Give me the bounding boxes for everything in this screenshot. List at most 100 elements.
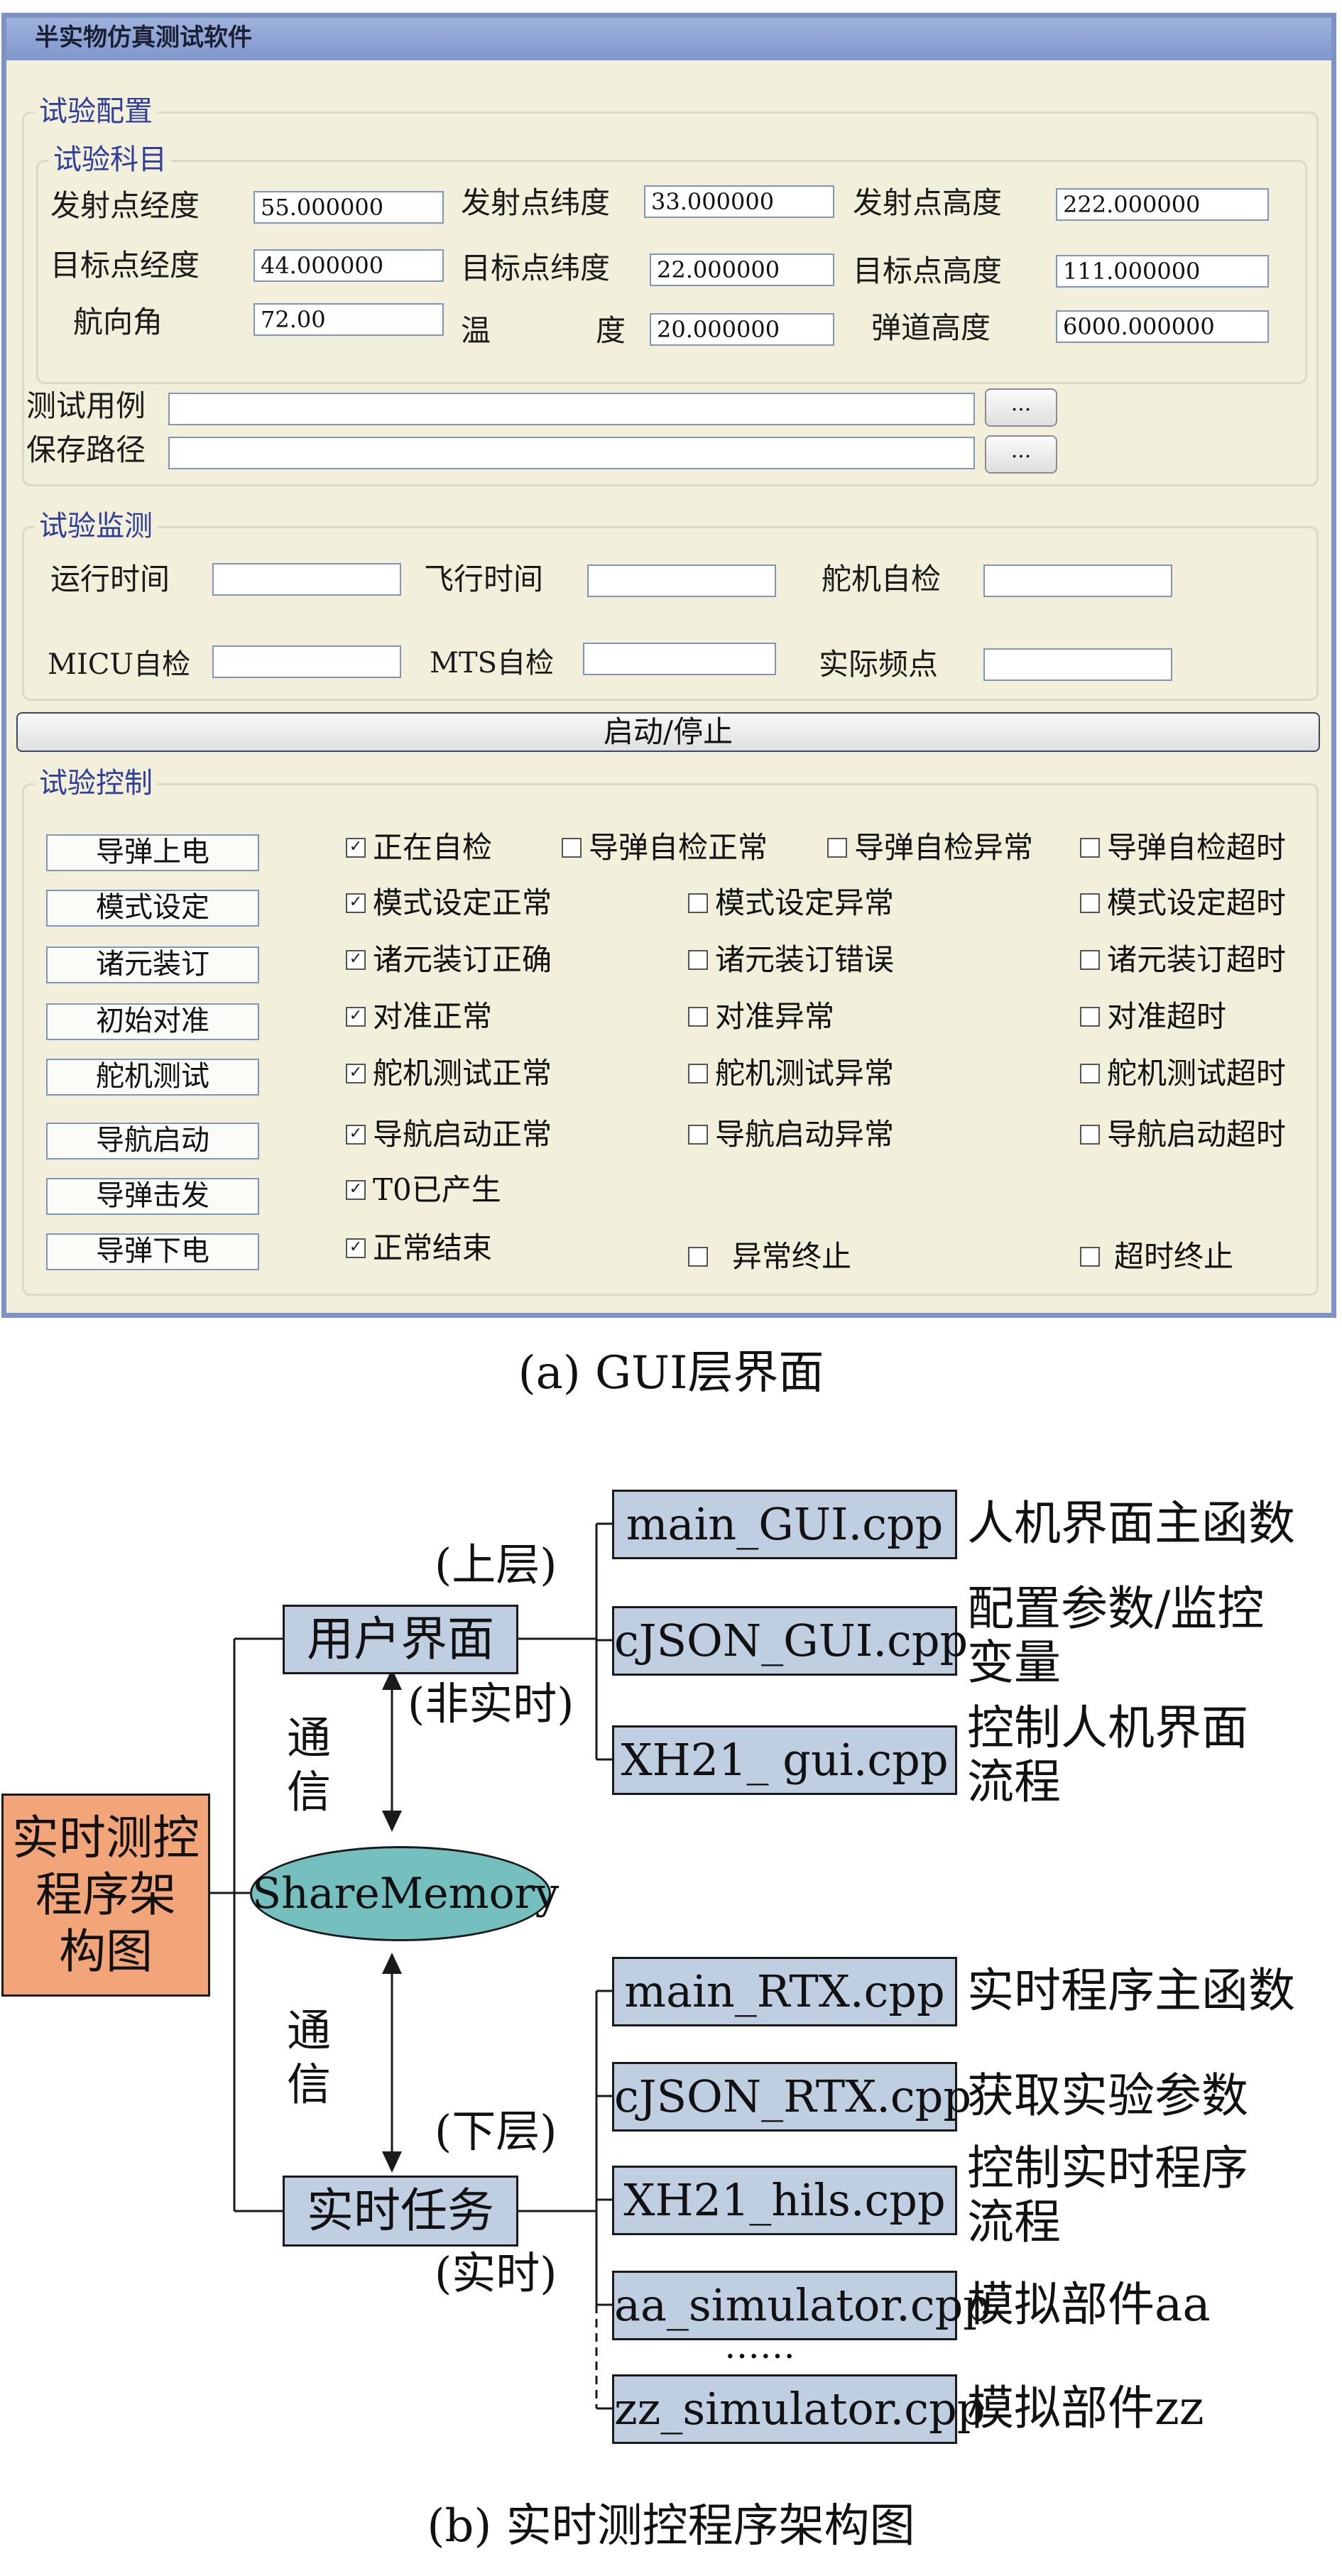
freq-point-label: 实际频点	[819, 647, 939, 682]
nav-start-timeout-checkbox[interactable]: 导航启动超时	[1080, 1117, 1286, 1152]
file-main-rtx: main_RTX.cpp	[612, 1957, 957, 2026]
desc-zz-simulator: 模拟部件zz	[967, 2381, 1204, 2435]
upper-mode: (非实时)	[408, 1678, 574, 1730]
launch-lat-input[interactable]: 33.000000	[644, 185, 834, 218]
desc-cjson-gui: 配置参数/监控 变量	[967, 1582, 1264, 1690]
checkbox-box	[688, 1007, 708, 1027]
mode-set-timeout-checkbox[interactable]: 模式设定超时	[1080, 885, 1286, 921]
config-group	[22, 111, 1319, 486]
launch-lon-label: 发射点经度	[50, 188, 200, 223]
servo-test-error-checkbox[interactable]: 舵机测试异常	[688, 1056, 894, 1091]
nav-start-ok-checkbox[interactable]: ✓导航启动正常	[346, 1117, 552, 1152]
desc-line: 变量	[967, 1635, 1061, 1690]
mode-set-ok-checkbox[interactable]: ✓ 模式设定正常	[346, 885, 552, 921]
heading-input[interactable]: 72.00	[253, 303, 444, 336]
checkbox-box: ✓	[346, 893, 366, 913]
flight-time-label: 飞行时间	[424, 562, 544, 596]
self-check-error-checkbox[interactable]: 导弹自检异常	[827, 830, 1033, 866]
desc-line: 控制人机界面	[967, 1701, 1248, 1755]
desc-aa-simulator: 模拟部件aa	[967, 2277, 1211, 2332]
binding-ok-checkbox[interactable]: ✓诸元装订正确	[346, 942, 552, 978]
mode-set-error-checkbox[interactable]: 模式设定异常	[688, 885, 894, 921]
normal-end-checkbox[interactable]: ✓正常结束	[346, 1230, 492, 1266]
file-main-gui: main_GUI.cpp	[612, 1490, 957, 1559]
checkbox-label: 正在自检	[373, 830, 493, 865]
share-memory-label: ShareMemory	[252, 1869, 560, 1919]
alignment-ok-checkbox[interactable]: ✓对准正常	[346, 999, 492, 1035]
architecture-diagram: 实时测控 程序架 构图 (上层) 用户界面 (非实时) 通信 ShareMemo…	[0, 1448, 1342, 2457]
checkbox-box: ✓	[346, 838, 366, 858]
launch-alt-label: 发射点高度	[853, 185, 1003, 220]
checkbox-label: 模式设定异常	[715, 885, 895, 920]
target-lon-input[interactable]: 44.000000	[253, 249, 444, 282]
timeout-end-checkbox[interactable]: 超时终止	[1080, 1239, 1233, 1275]
power-off-button[interactable]: 导弹下电	[46, 1233, 259, 1270]
connector-lines	[210, 1522, 612, 2410]
monitor-legend: 试验监测	[35, 509, 157, 543]
trajectory-alt-label: 弹道高度	[871, 310, 991, 345]
target-alt-input[interactable]: 111.000000	[1056, 255, 1269, 288]
monitor-group	[22, 526, 1319, 701]
temperature-input[interactable]: 20.000000	[650, 313, 834, 346]
launch-lon-input[interactable]: 55.000000	[253, 191, 444, 224]
save-path-input[interactable]	[168, 437, 975, 469]
self-checking-checkbox[interactable]: ✓ 正在自检	[346, 830, 492, 866]
lower-mode: (实时)	[435, 2247, 557, 2299]
servo-test-button[interactable]: 舵机测试	[46, 1059, 259, 1096]
desc-main-rtx: 实时程序主函数	[967, 1963, 1295, 2018]
self-check-ok-checkbox[interactable]: 导弹自检正常	[562, 830, 768, 866]
checkbox-label: 模式设定正常	[373, 885, 552, 920]
caption-a: (a) GUI层界面	[518, 1347, 824, 1399]
nav-start-button[interactable]: 导航启动	[46, 1123, 259, 1159]
save-path-browse-button[interactable]: ...	[985, 435, 1057, 474]
checkbox-label: 对准超时	[1107, 999, 1227, 1034]
gui-window: 半实物仿真测试软件 试验配置 试验科目 发射点经度 55.000000 发射点纬…	[1, 13, 1336, 1318]
checkbox-box	[1080, 838, 1100, 858]
checkbox-label: 导航启动正常	[373, 1117, 552, 1152]
checkbox-label: 诸元装订正确	[373, 942, 552, 977]
initial-alignment-button[interactable]: 初始对准	[46, 1003, 259, 1040]
nav-start-error-checkbox[interactable]: 导航启动异常	[688, 1117, 894, 1152]
checkbox-label: 诸元装订超时	[1107, 942, 1287, 977]
mode-set-button[interactable]: 模式设定	[46, 890, 259, 927]
self-check-timeout-checkbox[interactable]: 导弹自检超时	[1080, 830, 1286, 866]
checkbox-label: 正常结束	[373, 1230, 493, 1265]
trajectory-alt-input[interactable]: 6000.000000	[1056, 310, 1269, 343]
test-case-input[interactable]	[168, 393, 975, 425]
abnormal-end-checkbox[interactable]: 异常终止	[688, 1239, 851, 1275]
test-case-browse-button[interactable]: ...	[985, 388, 1057, 427]
desc-line: 流程	[967, 1754, 1061, 1809]
subject-group	[36, 160, 1307, 384]
start-stop-button[interactable]: 启动/停止	[16, 712, 1320, 752]
heading-label: 航向角	[73, 305, 163, 339]
mts-check-label: MTS自检	[430, 647, 555, 680]
binding-error-checkbox[interactable]: 诸元装订错误	[688, 942, 894, 978]
checkbox-box	[1080, 1007, 1100, 1027]
t0-generated-checkbox[interactable]: ✓T0已产生	[346, 1172, 501, 1208]
upper-tag: (上层)	[435, 1539, 557, 1590]
window-title: 半实物仿真测试软件	[6, 18, 1331, 60]
desc-line: 流程	[967, 2195, 1061, 2249]
checkbox-box: ✓	[346, 1064, 366, 1084]
checkbox-label: 导航启动异常	[715, 1117, 895, 1152]
alignment-error-checkbox[interactable]: 对准异常	[688, 999, 834, 1035]
power-on-button[interactable]: 导弹上电	[46, 834, 259, 871]
checkbox-label: 诸元装订错误	[715, 942, 895, 977]
alignment-timeout-checkbox[interactable]: 对准超时	[1080, 999, 1226, 1035]
binding-timeout-checkbox[interactable]: 诸元装订超时	[1080, 942, 1286, 978]
checkbox-box	[1080, 950, 1100, 970]
checkbox-box	[688, 1247, 708, 1267]
fire-button[interactable]: 导弹击发	[46, 1178, 259, 1215]
launch-alt-input[interactable]: 222.000000	[1056, 188, 1269, 221]
target-alt-label: 目标点高度	[853, 253, 1003, 288]
target-lat-input[interactable]: 22.000000	[650, 253, 834, 286]
desc-xh21-hils: 控制实时程序 流程	[967, 2141, 1248, 2249]
checkbox-label: 导弹自检正常	[589, 830, 768, 865]
desc-main-gui: 人机界面主函数	[967, 1496, 1295, 1551]
param-binding-button[interactable]: 诸元装订	[46, 946, 259, 983]
servo-test-timeout-checkbox[interactable]: 舵机测试超时	[1080, 1056, 1286, 1091]
checkbox-box	[688, 1064, 708, 1084]
servo-test-ok-checkbox[interactable]: ✓舵机测试正常	[346, 1056, 552, 1091]
checkbox-label: 超时终止	[1114, 1239, 1234, 1274]
comm-text: 通信	[287, 2004, 332, 2110]
